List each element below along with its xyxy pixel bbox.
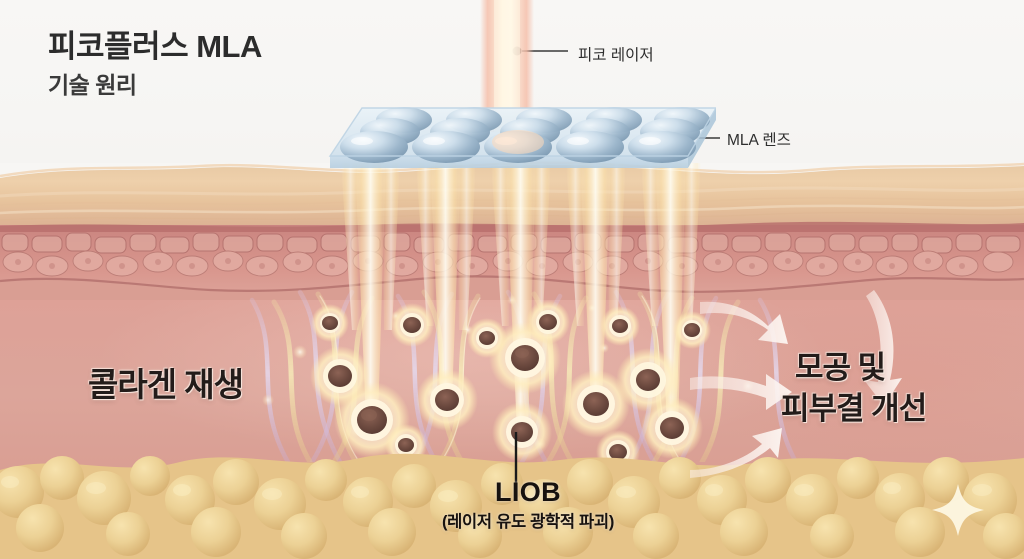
- arrow-far-right: [864, 290, 902, 406]
- arrow-bottom: [690, 428, 782, 478]
- mla-lens: [326, 98, 718, 176]
- callout-label-pico-laser: 피코 레이저: [578, 47, 654, 64]
- result-arrows: [690, 290, 902, 478]
- label-result-line-2: 피부결 개선: [781, 390, 927, 426]
- callout-label-mla-lens: MLA 렌즈: [727, 132, 791, 149]
- liob-subtitle: (레이저 유도 광학적 파괴): [441, 513, 615, 532]
- fat-globules: [0, 453, 1024, 559]
- sparkle-icon: [932, 484, 984, 536]
- page-subtitle: 기술 원리: [48, 71, 137, 98]
- title-block: 피코플러스 MLA 기술 원리: [48, 29, 262, 101]
- arrow-middle: [690, 374, 792, 410]
- liob-cavities: [310, 300, 711, 462]
- label-result-line-1: 모공 및: [795, 350, 886, 385]
- arrow-top: [700, 301, 788, 344]
- liob-label-block: LIOB (레이저 유도 광학적 파괴): [408, 478, 648, 532]
- label-pore-texture-improvement: 모공 및 피부결 개선: [781, 348, 927, 430]
- page-title: 피코플러스 MLA: [48, 29, 262, 64]
- focused-laser-beams: [341, 163, 701, 432]
- label-collagen-regeneration: 콜라겐 재생: [88, 366, 244, 403]
- liob-title: LIOB: [494, 477, 562, 507]
